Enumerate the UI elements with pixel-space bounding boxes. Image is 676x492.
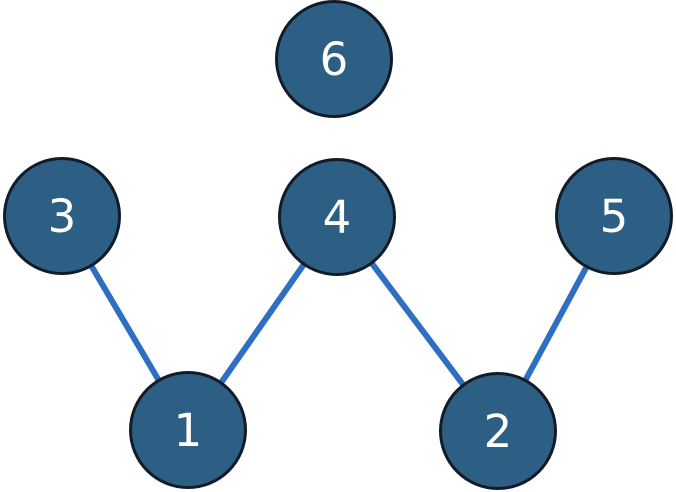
graph-node-2: 2 — [439, 372, 557, 490]
node-label-3: 3 — [48, 190, 77, 243]
node-label-6: 6 — [320, 33, 349, 86]
node-circle-6 — [275, 0, 393, 118]
graph-node-5: 5 — [555, 157, 673, 275]
node-circle-5 — [555, 157, 673, 275]
node-label-1: 1 — [174, 404, 203, 457]
nodes-layer: 1 2 3 4 5 6 — [3, 0, 673, 490]
node-label-4: 4 — [323, 191, 352, 244]
graph-node-6: 6 — [275, 0, 393, 118]
graph-node-4: 4 — [278, 158, 396, 276]
node-circle-2 — [439, 372, 557, 490]
node-label-2: 2 — [484, 405, 513, 458]
node-circle-4 — [278, 158, 396, 276]
node-circle-1 — [129, 371, 247, 489]
graph-node-3: 3 — [3, 157, 121, 275]
node-circle-3 — [3, 157, 121, 275]
node-label-5: 5 — [600, 190, 629, 243]
graph-node-1: 1 — [129, 371, 247, 489]
